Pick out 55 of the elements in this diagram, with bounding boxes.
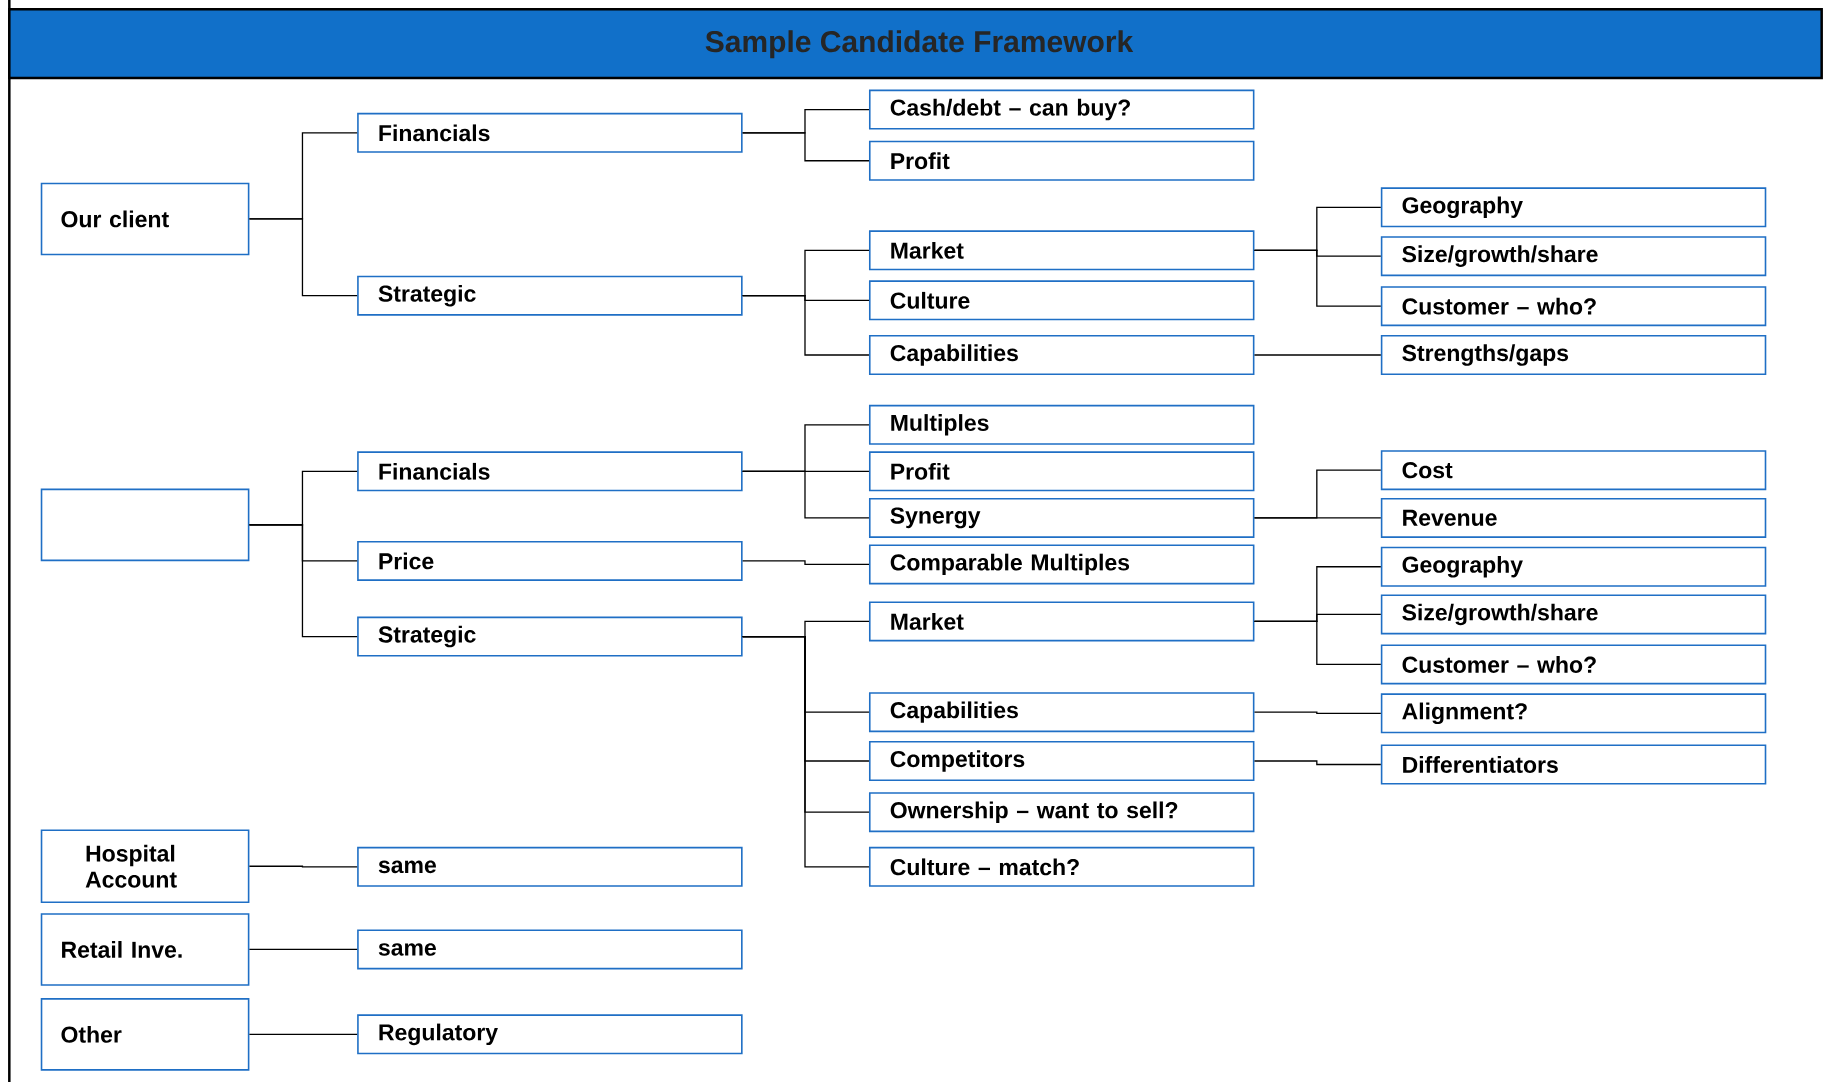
category-box: Culture xyxy=(868,280,1255,321)
category-box: Alignment? xyxy=(1380,693,1767,734)
connector-line xyxy=(248,524,358,638)
category-box: Customer – who? xyxy=(1380,644,1767,685)
connector-line xyxy=(742,295,870,356)
category-box: Culture – match? xyxy=(868,846,1255,887)
category-box: Hospital Account xyxy=(40,829,250,904)
category-box: Geography xyxy=(1380,546,1767,587)
category-box: Strengths/gaps xyxy=(1380,335,1767,376)
connector-line xyxy=(1253,517,1382,519)
connector-line xyxy=(742,560,870,566)
connector-line xyxy=(1253,354,1382,356)
title-banner: Sample Candidate Framework xyxy=(8,8,1823,80)
category-box: Capabilities xyxy=(868,692,1255,733)
category-box: Differentiators xyxy=(1380,744,1767,785)
category-box: Capabilities xyxy=(868,335,1255,376)
connector-line xyxy=(742,470,870,519)
connector-line xyxy=(1253,711,1382,714)
category-box: Revenue xyxy=(1380,497,1767,538)
category-box: Regulatory xyxy=(357,1014,743,1055)
category-box: same xyxy=(357,846,743,887)
category-box: Geography xyxy=(1380,187,1767,228)
connector-line xyxy=(742,132,870,162)
category-box: Other xyxy=(40,998,250,1071)
connector-line xyxy=(1253,760,1382,766)
category-box: Profit xyxy=(868,451,1255,492)
category-box: same xyxy=(357,929,743,970)
category-box: Market xyxy=(868,601,1255,642)
category-box: Retail Inve. xyxy=(40,913,250,986)
category-box: Customer – who? xyxy=(1380,286,1767,327)
category-box: Competitors xyxy=(868,741,1255,781)
category-box: Size/growth/share xyxy=(1380,236,1767,277)
category-box: Ownership – want to sell? xyxy=(868,792,1255,833)
category-box: Strategic xyxy=(357,275,743,316)
connector-line xyxy=(1253,249,1382,307)
category-box: Market xyxy=(868,230,1255,271)
category-box: Our client xyxy=(40,182,250,256)
connector-line xyxy=(1253,620,1382,666)
category-box: Multiples xyxy=(868,404,1255,445)
connector-line xyxy=(248,948,358,951)
category-box xyxy=(40,488,250,562)
category-box: Price xyxy=(357,540,743,581)
category-box: Size/growth/share xyxy=(1380,594,1767,635)
connector-line xyxy=(248,1033,358,1036)
connector-line xyxy=(248,865,358,868)
category-box: Cost xyxy=(1380,450,1767,491)
category-box: Strategic xyxy=(357,616,743,657)
category-box: Financials xyxy=(357,451,743,492)
category-box: Synergy xyxy=(868,497,1255,538)
category-box: Financials xyxy=(357,112,743,153)
connector-line xyxy=(248,218,358,297)
connector-line xyxy=(742,635,870,868)
category-box: Comparable Multiples xyxy=(868,544,1255,585)
category-box: Cash/debt – can buy? xyxy=(868,89,1255,130)
category-box: Profit xyxy=(868,140,1255,181)
